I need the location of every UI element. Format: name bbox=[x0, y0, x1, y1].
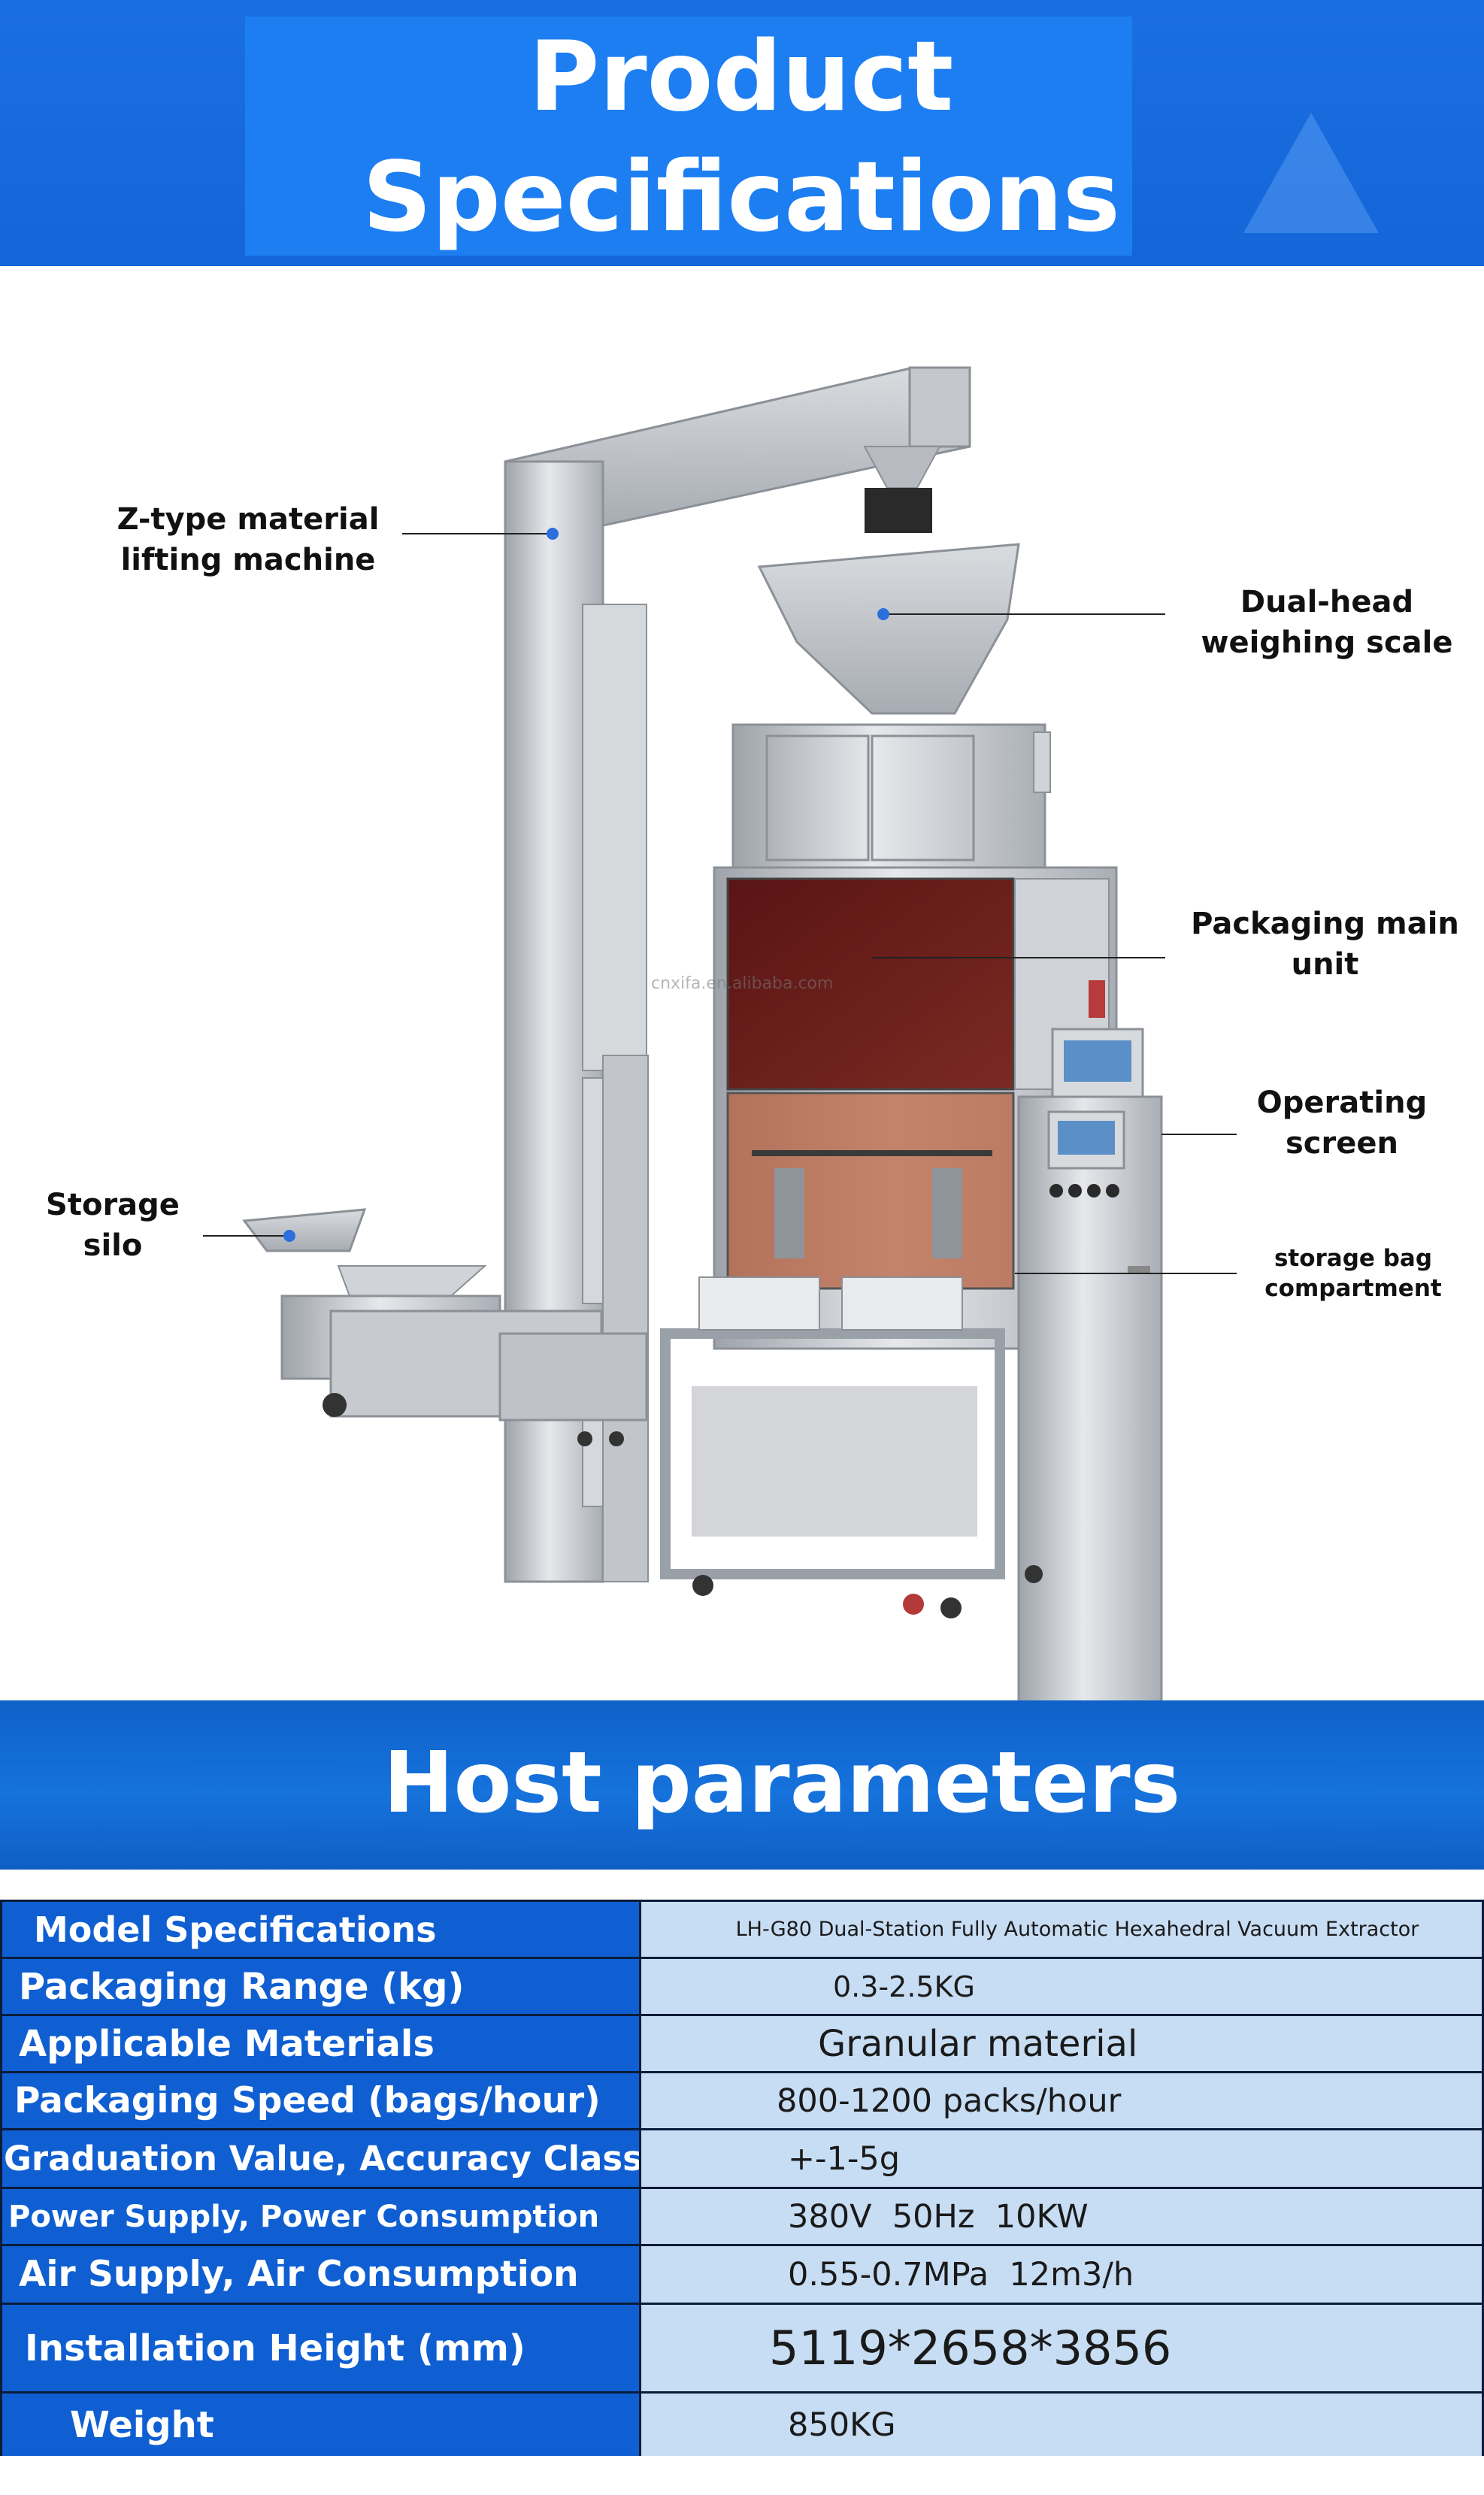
table-row: Power Supply, Power Consumption 380V 50H… bbox=[0, 2187, 1484, 2246]
table-row: Weight 850KG bbox=[0, 2391, 1484, 2458]
storage-silo bbox=[242, 1208, 648, 1446]
banner-title-line1: Product bbox=[528, 21, 954, 133]
callout-leaders bbox=[203, 528, 1237, 1274]
callout-bag-line2: compartment bbox=[1264, 1275, 1442, 1302]
table-row: Packaging Speed (bags/hour) 800-1200 pac… bbox=[0, 2071, 1484, 2130]
host-parameters-title: Host parameters bbox=[383, 1734, 1181, 1832]
param-label: Installation Height (mm) bbox=[0, 2303, 641, 2394]
callout-packaging-line2: unit bbox=[1291, 947, 1359, 982]
weighing-scale-dot bbox=[877, 608, 889, 620]
table-row: Model Specifications LH-G80 Dual-Station… bbox=[0, 1900, 1484, 1959]
callout-dual-head-line2: weighing scale bbox=[1201, 625, 1453, 660]
callout-storage-silo-line2: silo bbox=[83, 1228, 143, 1263]
callout-packaging-line1: Packaging main bbox=[1191, 907, 1459, 941]
storage-silo-dot bbox=[283, 1230, 295, 1242]
callout-z-type: Z-type material lifting machine bbox=[90, 499, 406, 580]
callout-bag-compartment: storage bag compartment bbox=[1233, 1243, 1473, 1304]
callout-dual-head: Dual-head weighing scale bbox=[1173, 582, 1481, 663]
param-value: 0.3-2.5KG bbox=[639, 1957, 1484, 2016]
host-parameters-table: Model Specifications LH-G80 Dual-Station… bbox=[0, 1900, 1484, 2458]
param-value-cell: LH-G80 Dual-Station Fully Automatic Hexa… bbox=[639, 1900, 1484, 1959]
z-type-dot bbox=[547, 528, 559, 540]
callout-operating-line1: Operating bbox=[1256, 1086, 1428, 1120]
dual-head-weighing-scale bbox=[731, 543, 1051, 877]
param-value: Granular material bbox=[639, 2014, 1484, 2073]
bag-compartment-frame bbox=[660, 1276, 1043, 1618]
table-row: Graduation Value, Accuracy Class +-1-5g bbox=[0, 2128, 1484, 2189]
param-label: Packaging Range (kg) bbox=[0, 1957, 641, 2016]
banner-title-line2: Specifications bbox=[362, 141, 1120, 253]
callout-bag-line1: storage bag bbox=[1274, 1245, 1433, 1272]
param-value: 800-1200 packs/hour bbox=[639, 2071, 1484, 2130]
param-label: Packaging Speed (bags/hour) bbox=[0, 2071, 641, 2130]
table-row: Air Supply, Air Consumption 0.55-0.7MPa … bbox=[0, 2244, 1484, 2305]
param-value: 0.55-0.7MPa 12m3/h bbox=[639, 2244, 1484, 2305]
param-label: Applicable Materials bbox=[0, 2014, 641, 2073]
table-row: Installation Height (mm) 5119*2658*3856 bbox=[0, 2303, 1484, 2394]
callout-storage-silo: Storage silo bbox=[15, 1185, 210, 1266]
callout-storage-silo-line1: Storage bbox=[46, 1188, 180, 1222]
param-value: +-1-5g bbox=[639, 2128, 1484, 2189]
param-label: Model Specifications bbox=[0, 1900, 641, 1959]
param-label: Weight bbox=[0, 2391, 641, 2458]
callout-z-type-line1: Z-type material bbox=[117, 502, 380, 537]
param-value: 5119*2658*3856 bbox=[639, 2303, 1484, 2394]
table-row: Packaging Range (kg) 0.3-2.5KG bbox=[0, 1957, 1484, 2016]
machine-figure: Z-type material lifting machine Dual-hea… bbox=[0, 266, 1484, 1700]
host-parameters-banner: Host parameters bbox=[0, 1700, 1484, 1870]
param-value: LH-G80 Dual-Station Fully Automatic Hexa… bbox=[735, 1917, 1419, 1941]
machine-illustration bbox=[203, 366, 1237, 1700]
table-row: Applicable Materials Granular material bbox=[0, 2014, 1484, 2073]
param-value: 850KG bbox=[639, 2391, 1484, 2458]
param-value: 380V 50Hz 10KW bbox=[639, 2187, 1484, 2246]
z-type-elevator bbox=[504, 366, 971, 1583]
banner-triangle-decoration bbox=[1243, 113, 1379, 233]
table-top-gap bbox=[0, 1870, 1484, 1900]
callout-dual-head-line1: Dual-head bbox=[1240, 585, 1414, 619]
product-specifications-banner: Product Specifications bbox=[0, 0, 1484, 266]
callout-operating-line2: screen bbox=[1286, 1126, 1398, 1161]
param-label: Power Supply, Power Consumption bbox=[0, 2187, 641, 2246]
page-bottom-margin bbox=[0, 2456, 1484, 2495]
control-cabinet bbox=[1017, 1028, 1163, 1700]
callout-packaging-unit: Packaging main unit bbox=[1169, 904, 1481, 985]
callout-operating-screen: Operating screen bbox=[1218, 1082, 1466, 1164]
watermark: cnxifa.en.alibaba.com bbox=[651, 974, 834, 993]
banner-panel bbox=[245, 17, 1132, 256]
param-label: Graduation Value, Accuracy Class bbox=[0, 2128, 641, 2189]
callout-z-type-line2: lifting machine bbox=[120, 543, 376, 577]
param-label: Air Supply, Air Consumption bbox=[0, 2244, 641, 2305]
